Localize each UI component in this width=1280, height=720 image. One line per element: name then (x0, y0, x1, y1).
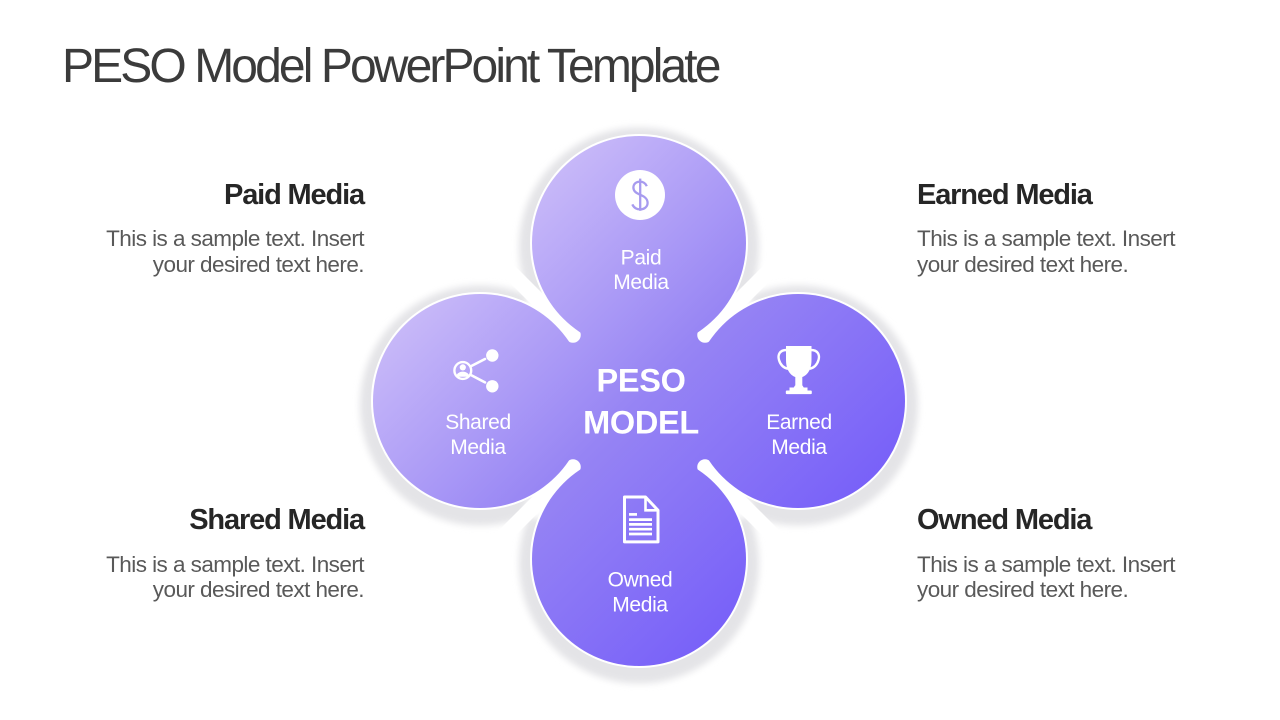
svg-text:Media: Media (771, 436, 827, 459)
svg-text:Media: Media (450, 436, 506, 459)
svg-text:Owned: Owned (608, 568, 673, 591)
svg-text:Paid: Paid (621, 247, 662, 270)
svg-text:PESO: PESO (596, 363, 685, 399)
svg-text:MODEL: MODEL (583, 405, 699, 441)
svg-text:Media: Media (613, 271, 669, 294)
svg-text:Earned: Earned (766, 411, 832, 434)
svg-text:Shared: Shared (445, 411, 511, 434)
svg-text:Media: Media (612, 593, 668, 616)
